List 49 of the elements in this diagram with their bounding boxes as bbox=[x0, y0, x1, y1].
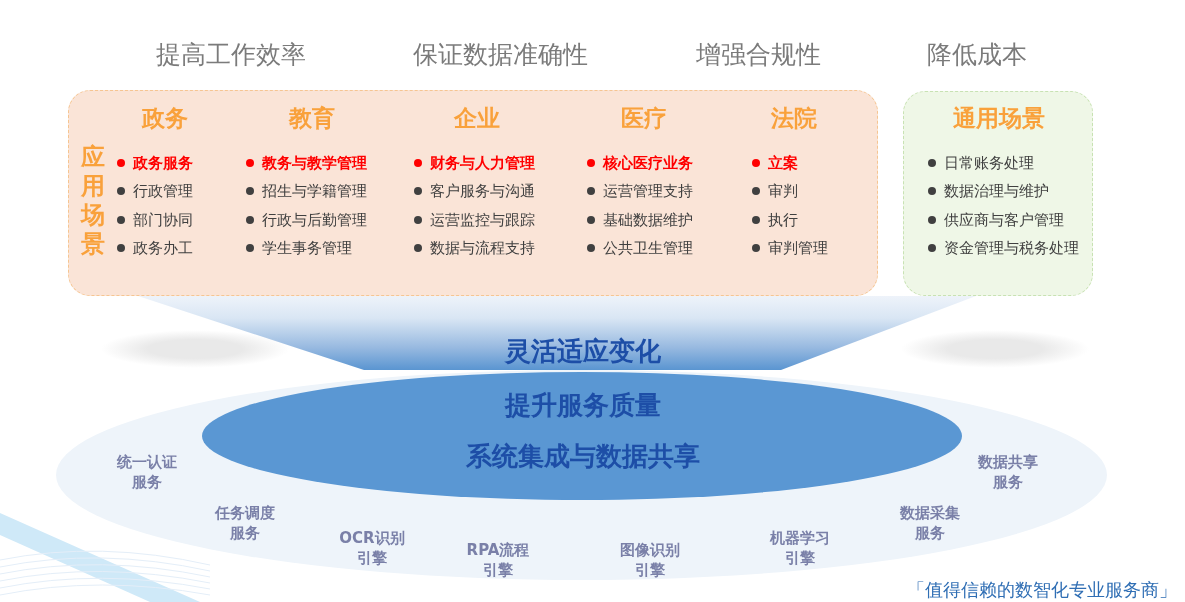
column-heading: 企业 bbox=[454, 105, 500, 133]
list-item: 基础数据维护 bbox=[603, 211, 693, 229]
list-item: 行政管理 bbox=[133, 182, 193, 200]
column-heading: 政务 bbox=[142, 105, 188, 133]
list-item: 核心医疗业务 bbox=[603, 154, 693, 172]
benefit-text: 提升服务质量 bbox=[505, 390, 661, 422]
list-item: 政务服务 bbox=[133, 154, 193, 172]
list-item: 资金管理与税务处理 bbox=[944, 239, 1079, 257]
list-item: 政务办工 bbox=[133, 239, 193, 257]
list-item: 行政与后勤管理 bbox=[262, 211, 367, 229]
list-item: 教务与教学管理 bbox=[262, 154, 367, 172]
list-item: 数据与流程支持 bbox=[430, 239, 535, 257]
scenario-panel bbox=[903, 91, 1093, 296]
goal-text: 降低成本 bbox=[927, 40, 1027, 70]
service-text: 任务调度服务 bbox=[214, 503, 276, 543]
slogan-text: 「值得信赖的数智化专业服务商」 bbox=[907, 581, 1177, 599]
list-item: 部门协同 bbox=[133, 211, 193, 229]
column-heading: 教育 bbox=[289, 105, 335, 133]
service-text: 数据采集服务 bbox=[899, 503, 961, 543]
list-item: 客户服务与沟通 bbox=[430, 182, 535, 200]
goal-text: 保证数据准确性 bbox=[412, 40, 588, 70]
goal-text: 提高工作效率 bbox=[156, 40, 306, 70]
goal-text: 增强合规性 bbox=[695, 40, 821, 70]
service-text: RPA流程引擎 bbox=[465, 540, 531, 580]
list-item: 公共卫生管理 bbox=[603, 239, 693, 257]
column-heading: 医疗 bbox=[621, 105, 667, 133]
panel-heading: 通用场景 bbox=[953, 105, 1045, 133]
list-item: 供应商与客户管理 bbox=[944, 211, 1064, 229]
column-heading: 法院 bbox=[771, 105, 817, 133]
service-text: OCR识别引擎 bbox=[338, 528, 406, 568]
service-text: 图像识别引擎 bbox=[619, 540, 681, 580]
list-item: 审判管理 bbox=[768, 239, 828, 257]
list-item: 数据治理与维护 bbox=[944, 182, 1049, 200]
list-item: 财务与人力管理 bbox=[430, 154, 535, 172]
list-item: 立案 bbox=[768, 154, 798, 172]
list-item: 学生事务管理 bbox=[262, 239, 352, 257]
list-item: 运营管理支持 bbox=[603, 182, 693, 200]
list-item: 招生与学籍管理 bbox=[262, 182, 367, 200]
scenario-panel bbox=[68, 90, 878, 296]
list-item: 运营监控与跟踪 bbox=[430, 211, 535, 229]
vertical-heading: 应用场景 bbox=[81, 143, 105, 259]
list-item: 日常账务处理 bbox=[944, 154, 1034, 172]
service-text: 数据共享服务 bbox=[977, 452, 1039, 492]
list-item: 执行 bbox=[768, 211, 798, 229]
benefit-text: 系统集成与数据共享 bbox=[466, 441, 700, 473]
benefit-text: 灵活适应变化 bbox=[505, 336, 661, 368]
service-text: 统一认证服务 bbox=[116, 452, 178, 492]
list-item: 审判 bbox=[768, 182, 798, 200]
service-text: 机器学习引擎 bbox=[768, 528, 831, 568]
